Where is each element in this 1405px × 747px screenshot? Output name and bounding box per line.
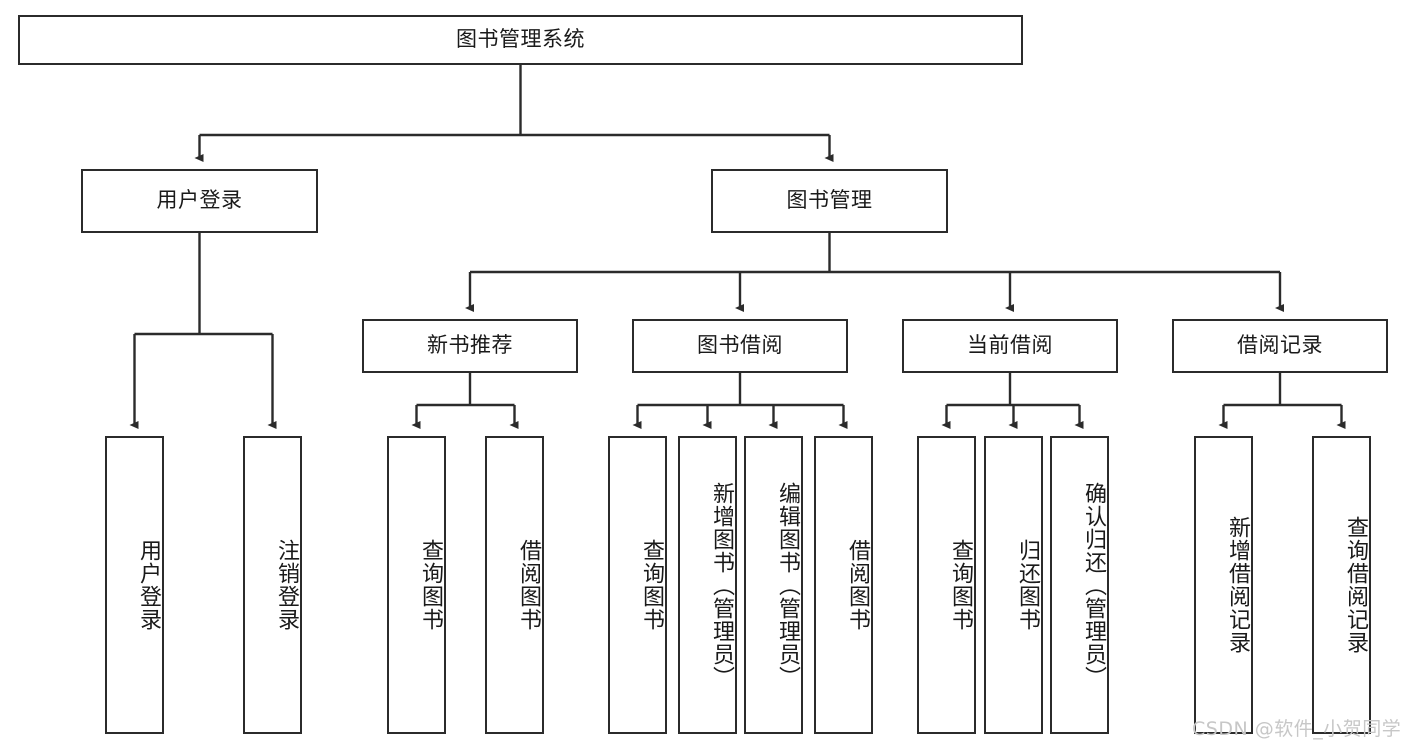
node-label: 用户登录 bbox=[136, 539, 161, 631]
node-label: 注销登录 bbox=[274, 539, 299, 631]
node-label: 查询图书 bbox=[639, 539, 664, 631]
node-leaf-add-record[interactable]: 新增借阅记录 bbox=[1194, 436, 1253, 734]
node-label: 归还图书 bbox=[1015, 539, 1040, 631]
node-label: 查询图书 bbox=[948, 539, 973, 631]
node-label: 用户登录 bbox=[156, 188, 243, 213]
node-label: 图书借阅 bbox=[697, 333, 783, 358]
node-label: 新增图书（管理员） bbox=[709, 481, 734, 689]
node-label: 查询图书 bbox=[418, 539, 443, 631]
node-label: 新增借阅记录 bbox=[1225, 516, 1250, 654]
node-leaf-query-cur[interactable]: 查询图书 bbox=[917, 436, 976, 734]
node-label: 确认归还（管理员） bbox=[1081, 481, 1106, 689]
node-book-manage[interactable]: 图书管理 bbox=[711, 169, 948, 233]
node-leaf-edit-book[interactable]: 编辑图书（管理员） bbox=[744, 436, 803, 734]
edge-paths bbox=[129, 65, 1346, 429]
node-leaf-borrow-book[interactable]: 借阅图书 bbox=[814, 436, 873, 734]
node-new-book-rec[interactable]: 新书推荐 bbox=[362, 319, 578, 373]
node-root[interactable]: 图书管理系统 bbox=[18, 15, 1023, 65]
node-leaf-confirm-return[interactable]: 确认归还（管理员） bbox=[1050, 436, 1109, 734]
node-label: 借阅记录 bbox=[1237, 333, 1323, 358]
node-leaf-return-book[interactable]: 归还图书 bbox=[984, 436, 1043, 734]
node-leaf-user-logout[interactable]: 注销登录 bbox=[243, 436, 302, 734]
node-book-borrow[interactable]: 图书借阅 bbox=[632, 319, 848, 373]
node-label: 借阅图书 bbox=[845, 539, 870, 631]
node-borrow-record[interactable]: 借阅记录 bbox=[1172, 319, 1388, 373]
node-current-borrow[interactable]: 当前借阅 bbox=[902, 319, 1118, 373]
node-label: 编辑图书（管理员） bbox=[775, 481, 800, 689]
node-leaf-borrow-book-rec[interactable]: 借阅图书 bbox=[485, 436, 544, 734]
node-label: 图书管理 bbox=[786, 188, 873, 213]
node-leaf-query-book-rec[interactable]: 查询图书 bbox=[387, 436, 446, 734]
node-label: 查询借阅记录 bbox=[1343, 516, 1368, 654]
node-label: 当前借阅 bbox=[967, 333, 1053, 358]
node-leaf-user-login[interactable]: 用户登录 bbox=[105, 436, 164, 734]
node-user-login[interactable]: 用户登录 bbox=[81, 169, 318, 233]
node-leaf-query-book[interactable]: 查询图书 bbox=[608, 436, 667, 734]
node-label: 图书管理系统 bbox=[456, 27, 585, 52]
node-label: 新书推荐 bbox=[427, 333, 513, 358]
node-leaf-query-record[interactable]: 查询借阅记录 bbox=[1312, 436, 1371, 734]
node-leaf-add-book[interactable]: 新增图书（管理员） bbox=[678, 436, 737, 734]
node-label: 借阅图书 bbox=[516, 539, 541, 631]
